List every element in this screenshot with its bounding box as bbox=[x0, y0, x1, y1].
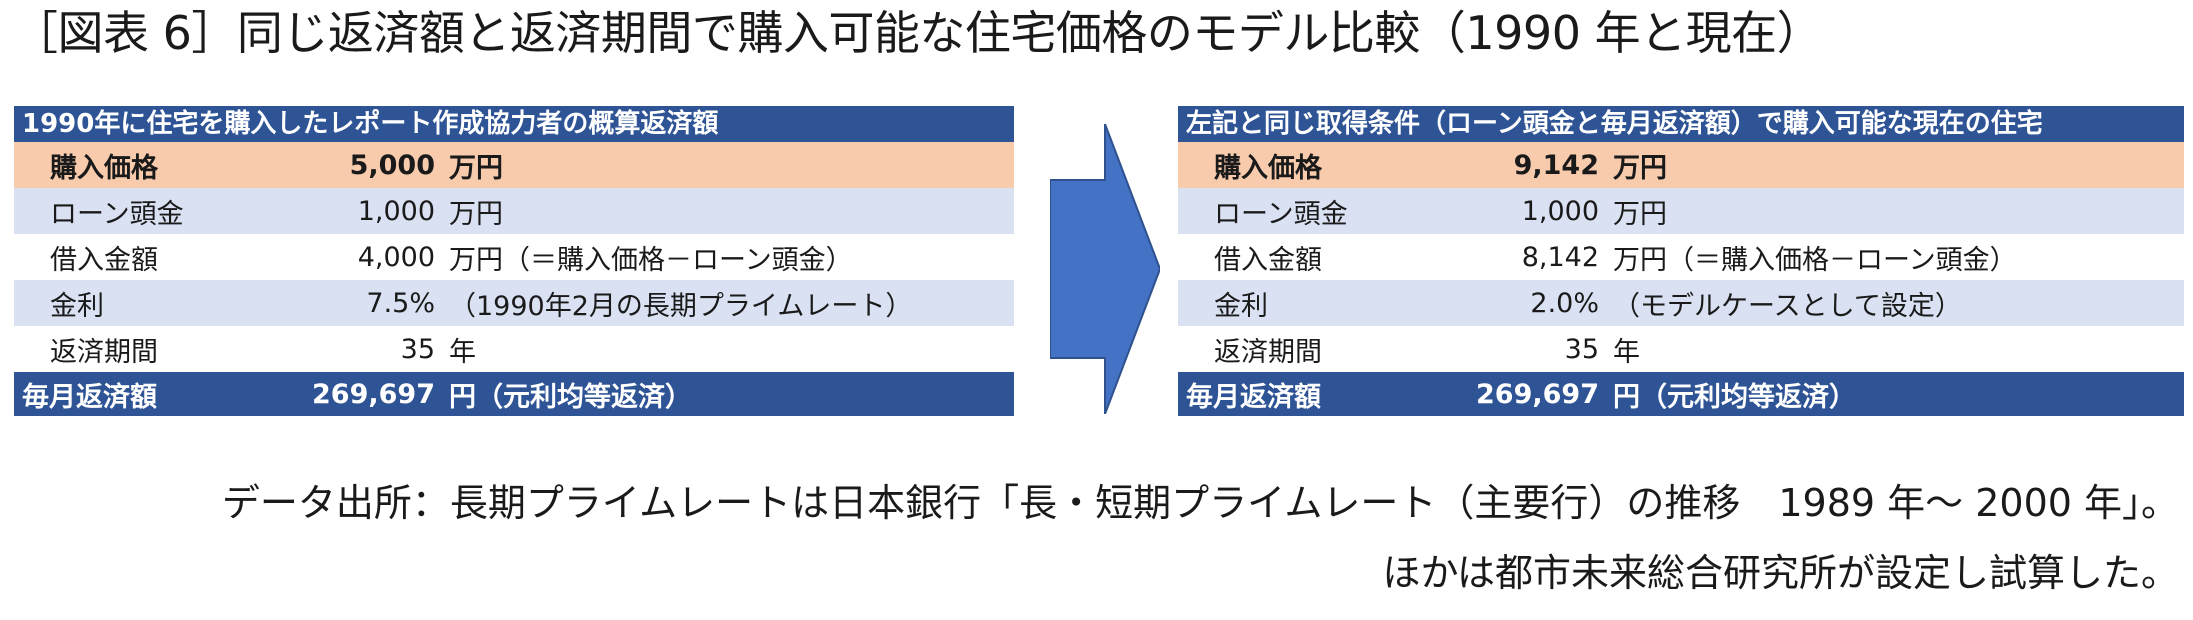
table-row: 金利 7.5% （1990年2月の長期プライムレート） bbox=[14, 280, 1014, 326]
table-row: 金利 2.0% （モデルケースとして設定） bbox=[1178, 280, 2184, 326]
table-row: 返済期間 35 年 bbox=[1178, 326, 2184, 372]
table-row: 購入価格 9,142 万円 bbox=[1178, 142, 2184, 188]
row-unit: 万円 bbox=[1613, 198, 1667, 230]
row-value: 5,000 bbox=[349, 149, 435, 181]
table-1990: 1990年に住宅を購入したレポート作成協力者の概算返済額 購入価格 5,000 … bbox=[14, 106, 1014, 426]
row-unit: 万円 bbox=[1613, 152, 1667, 184]
footer-value: 269,697 bbox=[1476, 378, 1599, 410]
table-row: ローン頭金 1,000 万円 bbox=[1178, 188, 2184, 234]
row-unit: 年 bbox=[1613, 336, 1640, 368]
row-unit: 万円 bbox=[449, 152, 503, 184]
row-unit: 年 bbox=[449, 336, 476, 368]
row-value: 8,142 bbox=[1521, 241, 1599, 273]
row-value: 1,000 bbox=[1521, 195, 1599, 227]
row-label: 返済期間 bbox=[50, 336, 158, 368]
row-label: ローン頭金 bbox=[1214, 198, 1348, 230]
figure-title: ［図表 6］同じ返済額と返済期間で購入可能な住宅価格のモデル比較（1990 年と… bbox=[12, 6, 1823, 60]
row-label: 金利 bbox=[1214, 290, 1268, 322]
table-header: 左記と同じ取得条件（ローン頭金と毎月返済額）で購入可能な現在の住宅 bbox=[1178, 106, 2184, 142]
row-unit: 万円（＝購入価格－ローン頭金） bbox=[449, 244, 853, 276]
table-footer-row: 毎月返済額 269,697 円（元利均等返済） bbox=[14, 372, 1014, 416]
table-header: 1990年に住宅を購入したレポート作成協力者の概算返済額 bbox=[14, 106, 1014, 142]
row-value: 2.0% bbox=[1530, 287, 1599, 319]
row-label: 購入価格 bbox=[50, 152, 158, 184]
footer-unit: 円（元利均等返済） bbox=[449, 381, 692, 413]
row-label: 返済期間 bbox=[1214, 336, 1322, 368]
row-value: 9,142 bbox=[1513, 149, 1599, 181]
row-unit: 万円 bbox=[449, 198, 503, 230]
source-note-continued: ほかは都市未来総合研究所が設定し試算した。 bbox=[1382, 551, 2179, 595]
footer-value: 269,697 bbox=[312, 378, 435, 410]
row-label: 購入価格 bbox=[1214, 152, 1322, 184]
table-row: 借入金額 8,142 万円（＝購入価格－ローン頭金） bbox=[1178, 234, 2184, 280]
table-row: 購入価格 5,000 万円 bbox=[14, 142, 1014, 188]
row-unit: 万円（＝購入価格－ローン頭金） bbox=[1613, 244, 2017, 276]
row-value: 4,000 bbox=[357, 241, 435, 273]
table-row: 借入金額 4,000 万円（＝購入価格－ローン頭金） bbox=[14, 234, 1014, 280]
row-label: ローン頭金 bbox=[50, 198, 184, 230]
table-footer-row: 毎月返済額 269,697 円（元利均等返済） bbox=[1178, 372, 2184, 416]
row-value: 7.5% bbox=[366, 287, 435, 319]
row-unit: （1990年2月の長期プライムレート） bbox=[449, 290, 913, 322]
footer-label: 毎月返済額 bbox=[22, 381, 157, 413]
table-current: 左記と同じ取得条件（ローン頭金と毎月返済額）で購入可能な現在の住宅 購入価格 9… bbox=[1178, 106, 2184, 426]
row-label: 借入金額 bbox=[1214, 244, 1322, 276]
row-value: 35 bbox=[400, 333, 435, 365]
row-value: 35 bbox=[1564, 333, 1599, 365]
source-note: データ出所：長期プライムレートは日本銀行「長・短期プライムレート（主要行）の推移… bbox=[221, 481, 2179, 525]
table-row: 返済期間 35 年 bbox=[14, 326, 1014, 372]
row-label: 借入金額 bbox=[50, 244, 158, 276]
footer-unit: 円（元利均等返済） bbox=[1613, 381, 1856, 413]
footer-label: 毎月返済額 bbox=[1186, 381, 1321, 413]
row-value: 1,000 bbox=[357, 195, 435, 227]
right-arrow-icon bbox=[1050, 124, 1160, 414]
row-unit: （モデルケースとして設定） bbox=[1613, 290, 1962, 322]
table-row: ローン頭金 1,000 万円 bbox=[14, 188, 1014, 234]
row-label: 金利 bbox=[50, 290, 104, 322]
